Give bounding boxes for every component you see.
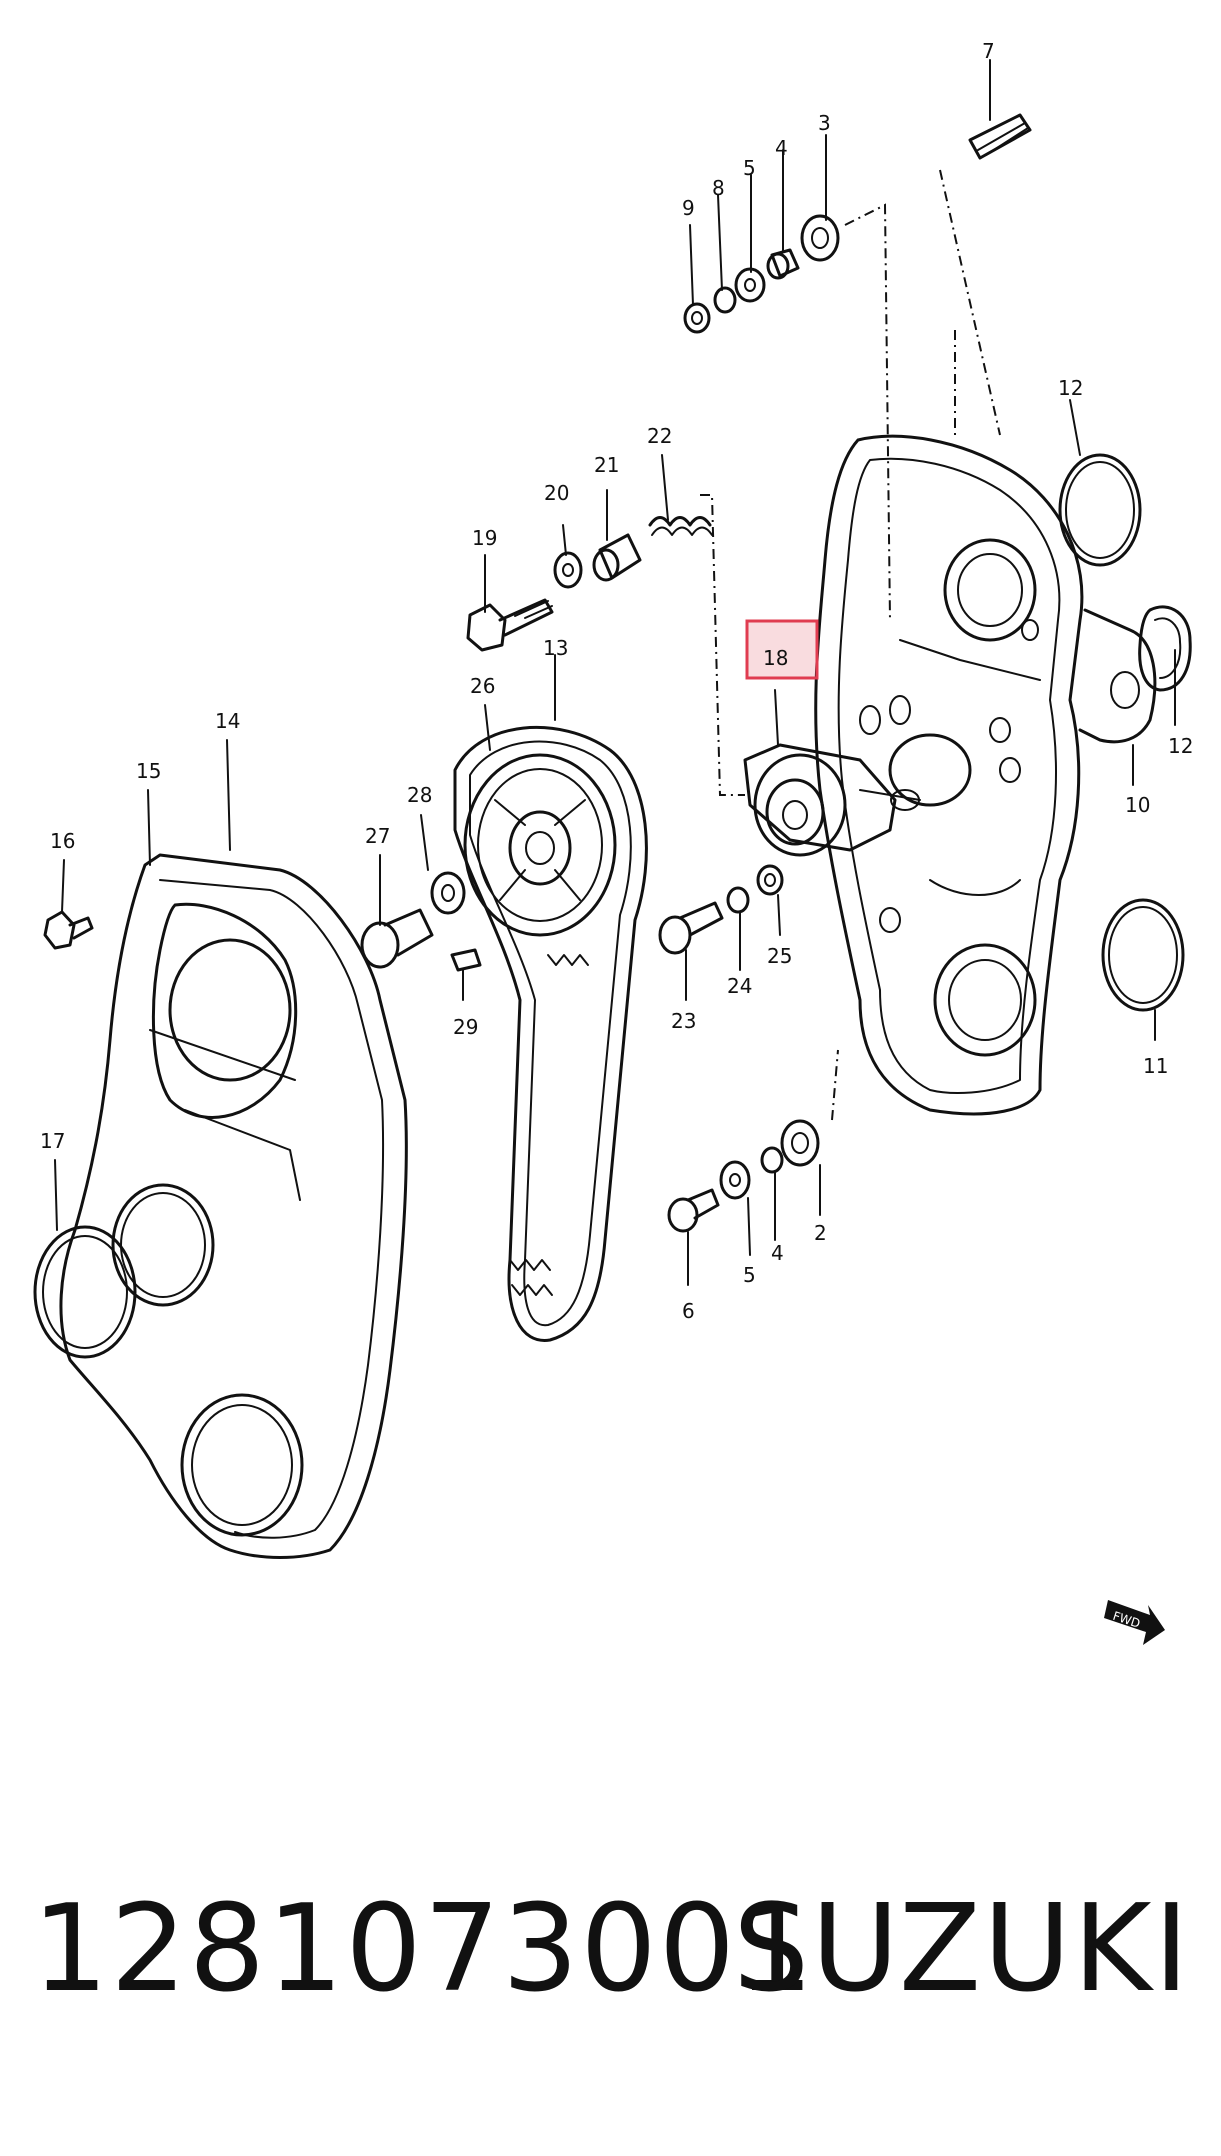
callout-25: 25 <box>767 944 792 968</box>
callout-8: 8 <box>712 176 725 200</box>
fwd-arrow-icon: FWD <box>1104 1600 1165 1645</box>
tensioner-assembly-18 <box>743 743 921 857</box>
callout-20: 20 <box>544 481 569 505</box>
nut-9 <box>683 302 711 334</box>
gasket-11-lower <box>1101 898 1185 1012</box>
callout-4-lower: 4 <box>771 1241 784 1265</box>
bolt-23 <box>658 901 724 955</box>
seal-12 <box>1138 605 1192 692</box>
exploded-parts-diagram: FWD 7 3 4 5 8 9 22 21 20 19 12 12 18 13 … <box>33 39 1193 1645</box>
callout-6: 6 <box>682 1299 695 1323</box>
callout-5-upper: 5 <box>743 156 756 180</box>
rear-timing-plate <box>814 434 1157 1116</box>
callout-24: 24 <box>727 974 752 998</box>
callout-16: 16 <box>50 829 75 853</box>
callout-17: 17 <box>40 1129 65 1153</box>
gasket-11-upper <box>1058 453 1142 567</box>
callout-27: 27 <box>365 824 390 848</box>
bolt-16 <box>43 910 94 950</box>
callout-21: 21 <box>594 453 619 477</box>
washer-28 <box>430 871 466 915</box>
callout-14: 14 <box>215 709 240 733</box>
bolt-27 <box>360 908 434 969</box>
callout-19: 19 <box>472 526 497 550</box>
stud-7 <box>968 113 1032 160</box>
washer-24 <box>726 886 750 914</box>
bolt-6 <box>667 1188 720 1233</box>
key-29 <box>450 948 482 972</box>
leader-lines <box>54 59 1176 1286</box>
seal-17 <box>33 1225 137 1359</box>
timing-cover-14 <box>59 853 408 1559</box>
callout-23: 23 <box>671 1009 696 1033</box>
cover-opening-lower <box>180 1393 304 1537</box>
callout-2: 2 <box>814 1221 827 1245</box>
footer: 1281073001 SUZUKI <box>0 1880 1221 2060</box>
washer-8 <box>713 286 737 314</box>
washer-25 <box>756 864 784 896</box>
callout-5-lower: 5 <box>743 1263 756 1287</box>
callout-11: 11 <box>1143 1054 1168 1078</box>
highlight-fill-18 <box>748 622 816 677</box>
washer-3-upper <box>800 214 840 262</box>
belt-teeth <box>509 954 589 1296</box>
callout-3: 3 <box>818 111 831 135</box>
callout-26: 26 <box>470 674 495 698</box>
callout-7: 7 <box>982 39 995 63</box>
washer-20 <box>553 551 583 589</box>
callout-12-right: 12 <box>1168 734 1193 758</box>
callout-labels: 7 3 4 5 8 9 22 21 20 19 12 12 18 13 26 1… <box>40 39 1193 1323</box>
spacer-4-lower <box>760 1146 784 1174</box>
callout-4-upper: 4 <box>775 136 788 160</box>
bolt-19 <box>466 598 554 652</box>
spring-22 <box>648 516 713 536</box>
assembly-lines <box>700 169 1001 1121</box>
callout-13: 13 <box>543 636 568 660</box>
callout-9: 9 <box>682 196 695 220</box>
callout-10: 10 <box>1125 793 1150 817</box>
highlight-box-18 <box>745 619 819 680</box>
spacer-4-upper <box>766 248 800 280</box>
washer-5-upper <box>734 267 766 303</box>
bushing-2 <box>780 1119 820 1167</box>
callout-29: 29 <box>453 1015 478 1039</box>
spacer-21 <box>592 533 642 582</box>
cover-opening-upper <box>111 1183 215 1307</box>
callout-18: 18 <box>763 646 788 670</box>
brand-name: SUZUKI <box>732 1880 1191 2019</box>
callout-15: 15 <box>136 759 161 783</box>
callout-22: 22 <box>647 424 672 448</box>
callout-28: 28 <box>407 783 432 807</box>
callout-12-top: 12 <box>1058 376 1083 400</box>
washer-5-lower <box>719 1160 751 1200</box>
timing-pulley-26 <box>463 753 617 937</box>
part-number: 1281073001 <box>32 1880 816 2019</box>
timing-belt-13 <box>453 726 648 1342</box>
